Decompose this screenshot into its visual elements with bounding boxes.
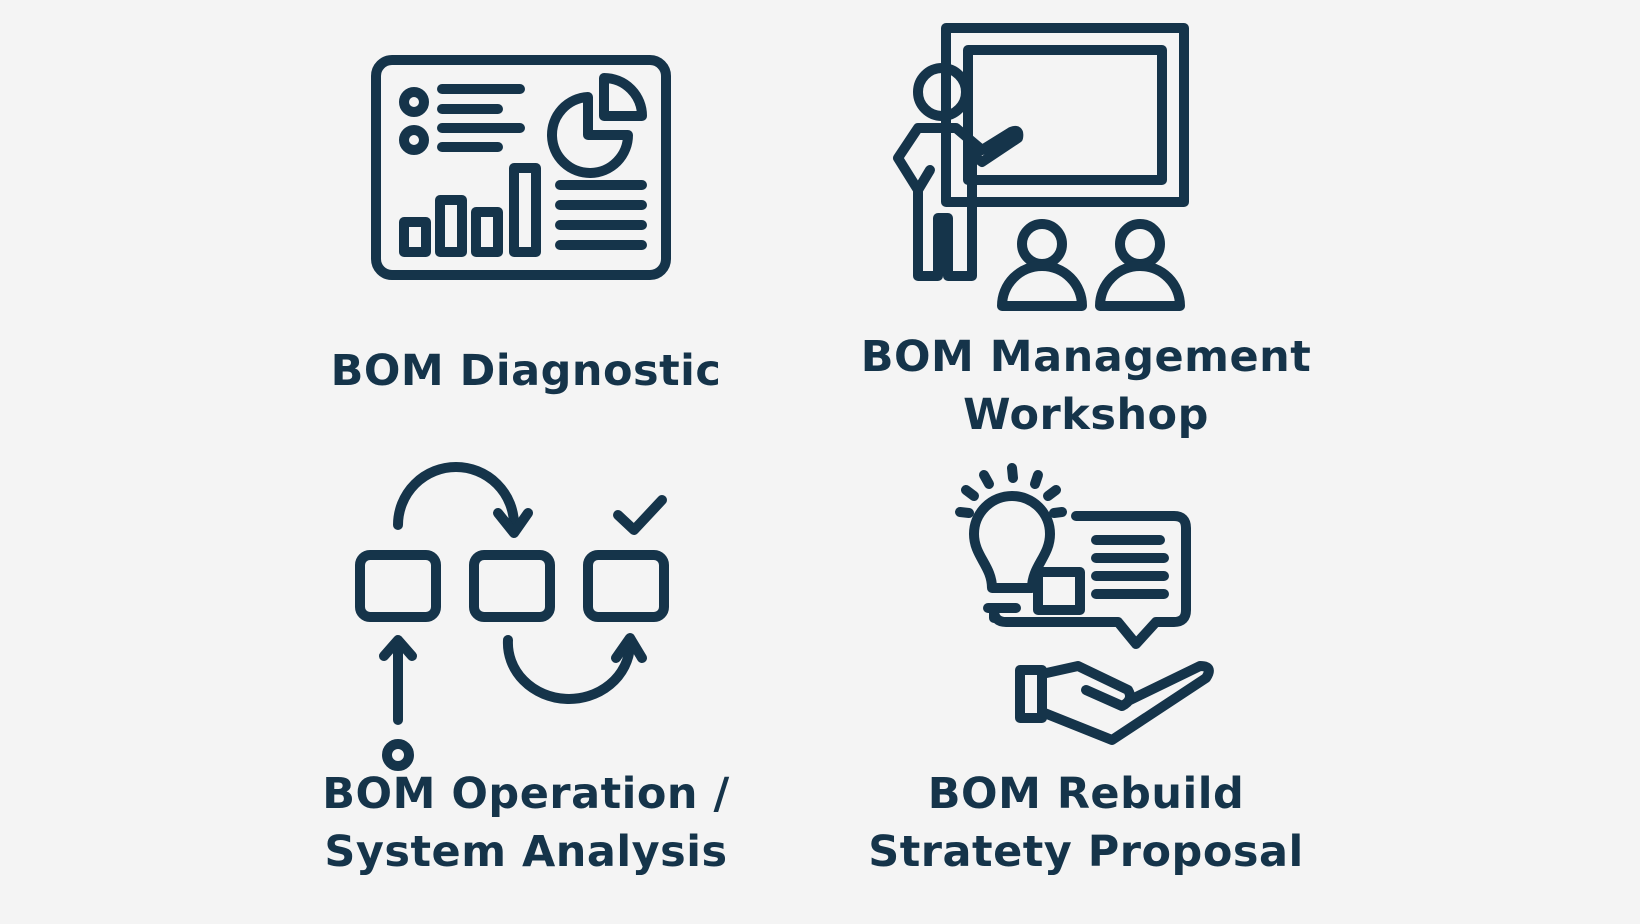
service-tile-diagnostic: BOM Diagnostic	[246, 40, 806, 420]
label-line: BOM Diagnostic	[330, 346, 722, 396]
label-line: BOM Rebuild	[927, 769, 1245, 819]
presentation-icon	[893, 23, 1189, 311]
dashboard-icon	[371, 55, 671, 280]
process-flow-icon	[355, 462, 669, 771]
label-line: Stratety Proposal	[868, 827, 1304, 877]
service-tile-proposal: BOM Rebuild Stratety Proposal	[806, 460, 1366, 920]
service-label: BOM Operation / System Analysis	[246, 765, 806, 881]
idea-proposal-icon	[955, 463, 1214, 745]
service-tile-analysis: BOM Operation / System Analysis	[246, 460, 806, 920]
label-line: BOM Operation /	[322, 769, 730, 819]
service-tile-workshop: BOM Management Workshop	[806, 10, 1366, 450]
label-line: Workshop	[963, 390, 1209, 440]
label-line: BOM Management	[860, 332, 1312, 382]
service-label: BOM Rebuild Stratety Proposal	[806, 765, 1366, 881]
label-line: System Analysis	[324, 827, 728, 877]
service-label: BOM Management Workshop	[806, 328, 1366, 444]
service-label: BOM Diagnostic	[246, 342, 806, 400]
